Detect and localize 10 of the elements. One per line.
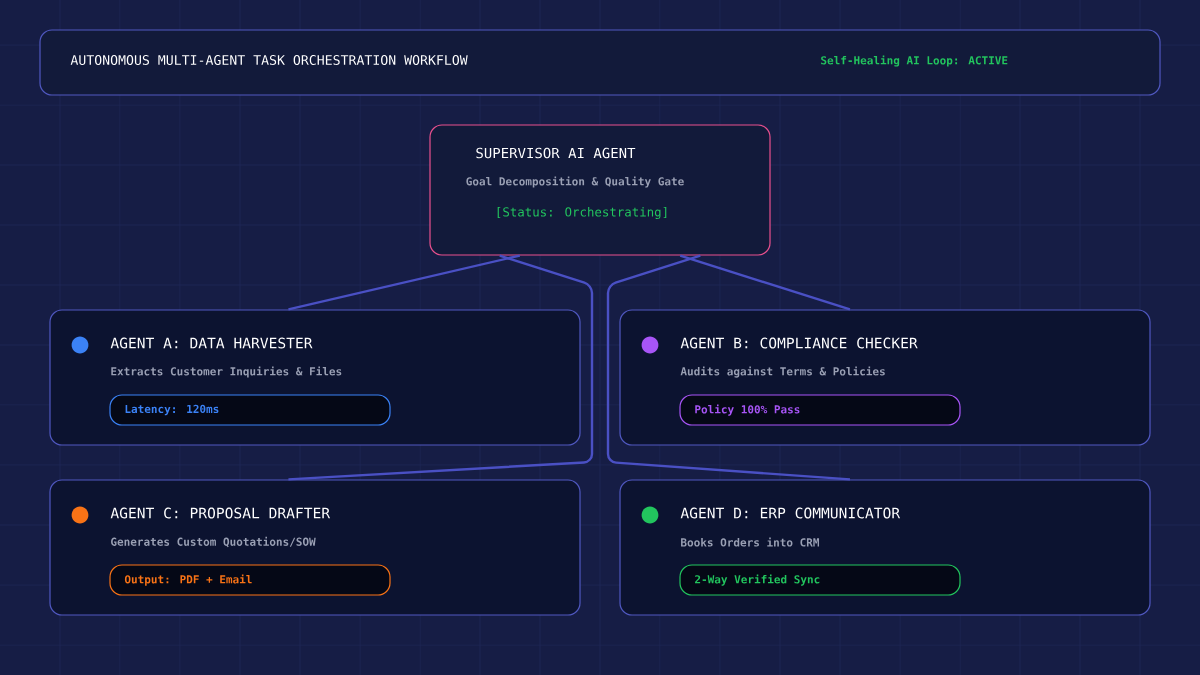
supervisor-box: SUPERVISOR AI AGENT Goal Decomposition & Quality Gate [Status: Orchestrating] [429,124,771,256]
connector-line [606,254,851,481]
status-badge: 2-Way Verified Sync [679,564,961,596]
status-badge: Output: PDF + Email [109,564,391,596]
connector-line [288,254,594,481]
status-badge: Latency: 120ms [109,394,391,426]
connector-line [288,254,521,311]
connector-line [679,254,851,311]
header-banner: AUTONOMOUS MULTI-AGENT TASK ORCHESTRATION WORKFLOW Self-Healing AI Loop: ACTIVE [39,29,1161,96]
status-badge: Policy 100% Pass [679,394,961,426]
